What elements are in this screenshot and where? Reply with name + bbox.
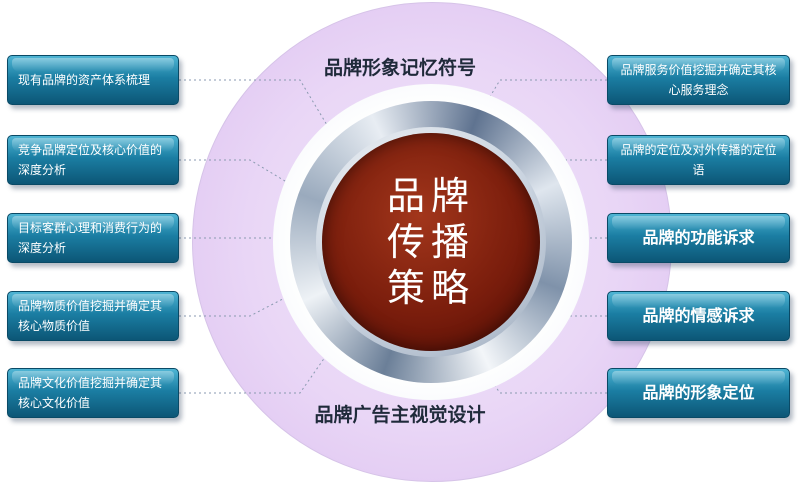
center-title: 品牌 传播 策略 (371, 173, 491, 311)
right-box-4: 品牌的情感诉求 (607, 291, 790, 341)
right-box-4-label: 品牌的情感诉求 (642, 306, 755, 325)
left-box-4: 品牌物质价值挖掘并确定其核心物质价值 (7, 291, 179, 341)
right-box-5-label: 品牌的形象定位 (642, 383, 755, 402)
left-box-1-label: 现有品牌的资产体系梳理 (18, 73, 151, 87)
connector-left-2 (179, 159, 301, 191)
top-label: 品牌形象记忆符号 (323, 57, 476, 79)
bottom-label: 品牌广告主视觉设计 (314, 404, 486, 426)
center-line-2: 传播 (386, 220, 475, 264)
right-box-1-label: 品牌服务价值挖掘并确定其核心服务理念 (620, 63, 777, 97)
left-box-2-label: 竞争品牌定位及核心价值的深度分析 (18, 143, 163, 177)
right-box-3: 品牌的功能诉求 (607, 213, 790, 263)
left-box-1: 现有品牌的资产体系梳理 (7, 55, 179, 105)
center-line-3: 策略 (386, 266, 475, 310)
left-box-5-label: 品牌文化价值挖掘并确定其核心文化价值 (18, 376, 163, 410)
right-box-2-label: 品牌的定位及对外传播的定位语 (620, 143, 777, 177)
connector-left-5 (179, 349, 331, 394)
right-box-3-label: 品牌的功能诉求 (642, 228, 755, 247)
center-core: 品牌 传播 策略 (322, 133, 540, 351)
right-box-5: 品牌的形象定位 (607, 368, 790, 418)
left-box-3: 目标客群心理和消费行为的深度分析 (7, 213, 179, 263)
connector-left-4 (179, 289, 301, 317)
left-box-2: 竞争品牌定位及核心价值的深度分析 (7, 135, 179, 185)
right-box-2: 品牌的定位及对外传播的定位语 (607, 135, 790, 185)
connector-left-1 (179, 79, 331, 131)
left-box-3-label: 目标客群心理和消费行为的深度分析 (18, 221, 163, 255)
center-line-1: 品牌 (386, 174, 475, 218)
left-box-5: 品牌文化价值挖掘并确定其核心文化价值 (7, 368, 179, 418)
left-box-4-label: 品牌物质价值挖掘并确定其核心物质价值 (18, 299, 163, 333)
right-box-1: 品牌服务价值挖掘并确定其核心服务理念 (607, 55, 790, 105)
